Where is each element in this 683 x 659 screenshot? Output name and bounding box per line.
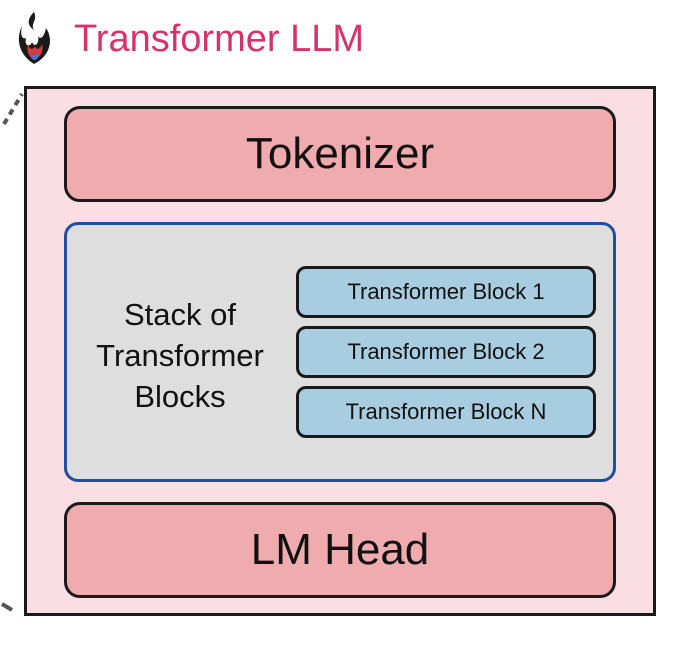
block-label: Transformer Block 2	[347, 339, 545, 364]
lm-head-box: LM Head	[64, 502, 616, 598]
flame-icon	[18, 12, 50, 64]
stack-label-line: Blocks	[134, 379, 226, 414]
stack-label-line: Stack of	[124, 297, 236, 332]
page-title: Transformer LLM	[74, 18, 364, 60]
tokenizer-label: Tokenizer	[245, 129, 435, 178]
dashed-connector-bottom	[0, 602, 14, 612]
transformer-block-2: Transformer Block 2	[296, 326, 596, 378]
tokenizer-box: Tokenizer	[64, 106, 616, 202]
stack-label: Stack of Transformer Blocks	[80, 294, 280, 417]
block-label: Transformer Block N	[345, 399, 547, 424]
block-label: Transformer Block 1	[347, 279, 545, 304]
transformer-block-1: Transformer Block 1	[296, 266, 596, 318]
lm-head-label: LM Head	[250, 525, 430, 574]
dashed-connector-top	[2, 92, 24, 126]
stack-label-line: Transformer	[96, 338, 264, 373]
transformer-block-n: Transformer Block N	[296, 386, 596, 438]
